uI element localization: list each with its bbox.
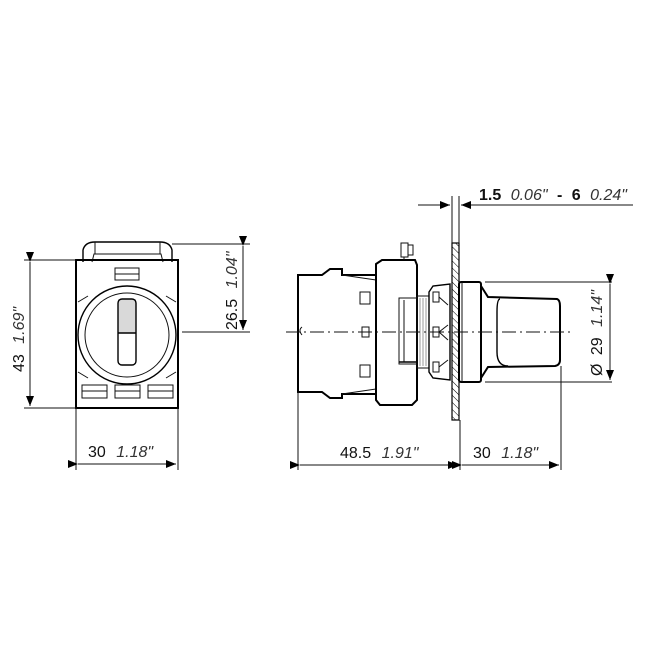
front-body [75, 259, 179, 409]
dimension-width: 30 1.18" [68, 408, 179, 470]
dimension-depth-behind: 48.5 1.91" [290, 392, 461, 470]
svg-text:48.5 1.91": 48.5 1.91" [340, 445, 420, 462]
panel-separator: - [557, 187, 562, 204]
panel-max-inch: 0.24" [590, 187, 628, 204]
dimension-depth-front: 30 1.18" [452, 366, 562, 470]
depth-front-inch: 1.18" [501, 445, 539, 462]
dimension-height: 43 1.69" [11, 252, 76, 409]
locking-nut [428, 283, 451, 381]
top-clip [82, 241, 173, 262]
front-view [75, 241, 179, 409]
indicator-marker [118, 299, 136, 333]
svg-text:30 1.18": 30 1.18" [88, 444, 154, 461]
dimension-diameter: Ø 29 1.14" [485, 274, 614, 383]
depth-behind-inch: 1.91" [382, 445, 420, 462]
panel-max-mm: 6 [572, 187, 581, 204]
diameter-inch: 1.14" [589, 289, 606, 327]
svg-text:43 1.69": 43 1.69" [11, 306, 28, 372]
dimension-panel-thickness: 1.5 0.06" - 6 0.24" [418, 187, 633, 243]
selector-knob [480, 285, 561, 379]
svg-text:Ø 29 1.14": Ø 29 1.14" [589, 289, 606, 376]
diameter-mm: 29 [589, 337, 606, 355]
height-mm: 43 [11, 354, 28, 372]
diameter-symbol: Ø [589, 364, 606, 376]
depth-behind-mm: 48.5 [340, 445, 371, 462]
width-mm: 30 [88, 444, 106, 461]
svg-text:26.5 1.04": 26.5 1.04" [224, 250, 241, 330]
height-inch: 1.69" [11, 306, 28, 344]
depth-front-mm: 30 [473, 445, 491, 462]
bezel-ring [77, 285, 177, 385]
panel-min-inch: 0.06" [511, 187, 549, 204]
offset-mm: 26.5 [224, 299, 241, 330]
mounting-adapter [375, 259, 418, 406]
selector-lever [117, 298, 137, 366]
width-inch: 1.18" [116, 444, 154, 461]
svg-text:30 1.18": 30 1.18" [473, 445, 539, 462]
offset-inch: 1.04" [224, 250, 241, 288]
panel-min-mm: 1.5 [479, 187, 501, 204]
contact-block [297, 268, 377, 399]
svg-text:1.5 0.06" -: 1.5 0.06" - 6 0.24" [479, 187, 628, 204]
side-view [297, 242, 561, 421]
dimension-center-offset: 26.5 1.04" [172, 236, 250, 333]
mounting-panel [451, 242, 460, 421]
terminal-slots [81, 384, 174, 399]
